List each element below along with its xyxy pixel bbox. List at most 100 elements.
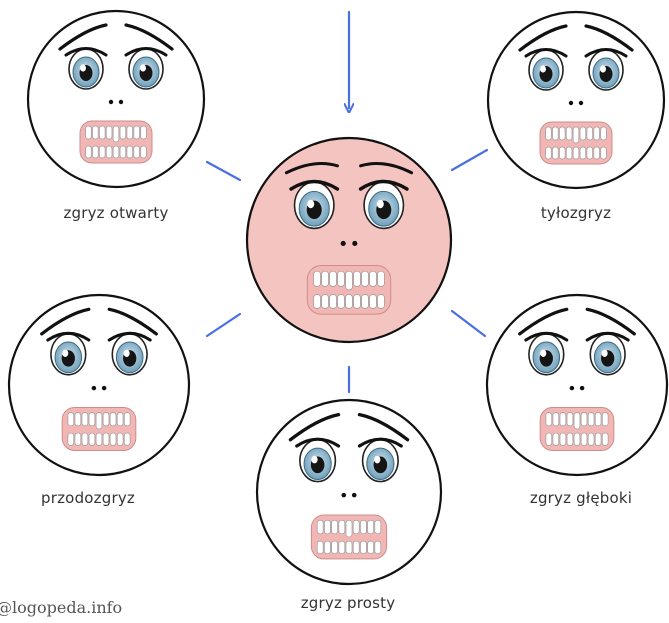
face-deep-bite [487,295,667,475]
lower-tooth [573,147,579,159]
lower-tooth [92,146,98,158]
upper-tooth [330,271,337,286]
upper-tooth [354,271,361,286]
upper-tooth [89,413,95,426]
upper-tooth [595,413,601,426]
connector-top-right [452,150,487,170]
label-straight-bite: zgryz prosty [301,594,396,612]
lower-tooth [314,294,321,308]
connector-top-left [207,162,240,180]
upper-tooth [103,413,109,426]
eye-highlight-left [540,350,546,357]
upper-tooth [602,413,608,426]
upper-tooth [99,126,105,139]
lower-tooth [559,147,565,159]
upper-tooth [82,413,88,426]
eye-highlight-left [540,65,546,72]
upper-tooth [322,271,329,286]
nose-dot-right [580,386,585,391]
nose-dot-right [119,100,123,104]
eye-highlight-right [374,456,380,464]
lower-tooth [127,146,133,158]
eye-highlight-right [377,200,384,208]
watermark: @logopeda.info [0,598,122,617]
lower-tooth [99,146,105,158]
upper-tooth [113,126,119,142]
lower-tooth [124,433,130,445]
lower-tooth [110,433,116,445]
upper-tooth [346,271,353,290]
eye-highlight-left [62,350,68,357]
lower-tooth [368,541,374,554]
eye-highlight-right [602,350,608,357]
nose-dot-right [579,101,583,105]
lower-tooth [560,433,566,445]
lower-tooth [362,294,369,308]
upper-tooth [588,413,594,426]
upper-tooth [560,413,566,426]
eye-highlight-left [307,200,314,208]
upper-tooth [552,127,558,140]
lower-tooth [567,433,573,445]
lower-tooth [117,433,123,445]
lower-tooth [601,147,607,159]
lower-tooth [86,146,92,158]
upper-tooth [566,127,572,140]
upper-tooth [601,127,607,140]
lower-tooth [317,541,323,554]
upper-tooth [117,413,123,426]
face-straight-bite [257,400,441,584]
upper-tooth [338,271,345,286]
upper-tooth [110,413,116,426]
nose-dot-right [352,493,357,498]
lower-tooth [89,433,95,445]
upper-tooth [124,413,130,426]
upper-tooth [567,413,573,426]
lower-tooth [338,294,345,308]
lower-tooth [75,433,81,445]
lower-tooth [96,433,102,445]
upper-tooth [581,413,587,426]
lower-tooth [370,294,377,308]
face-prognathism [9,295,189,475]
lower-tooth [330,294,337,308]
upper-tooth [92,126,98,139]
upper-tooth [370,271,377,286]
upper-tooth [106,126,112,139]
lower-tooth [587,147,593,159]
upper-tooth [317,520,323,534]
upper-tooth [362,271,369,286]
lower-tooth [546,433,552,445]
eye-highlight-left [311,456,317,464]
upper-tooth [546,127,552,140]
lower-tooth [566,147,572,159]
lower-tooth [354,294,361,308]
upper-tooth [346,520,352,537]
face-retrognathism [488,12,664,188]
upper-tooth [353,520,359,534]
eye-highlight-right [600,65,606,72]
nose-dot-right [102,386,107,391]
nose-dot-right [352,241,357,246]
label-deep-bite: zgryz głęboki [530,489,632,507]
upper-tooth [546,413,552,426]
lower-tooth [134,146,140,158]
lower-tooth [106,146,112,158]
lower-tooth [546,147,552,159]
upper-tooth [378,271,385,286]
lower-tooth [332,541,338,554]
lower-tooth [353,541,359,554]
nose-dot-left [92,386,97,391]
connector-bottom-left [207,314,240,336]
nose-dot-left [569,101,573,105]
upper-tooth [141,126,147,139]
lower-tooth [68,433,74,445]
nose-dot-left [341,241,346,246]
nose-dot-left [341,493,346,498]
eye-highlight-left [80,64,86,71]
lower-tooth [375,541,381,554]
lower-tooth [581,433,587,445]
lower-tooth [103,433,109,445]
lower-tooth [113,146,119,158]
lower-tooth [602,433,608,445]
